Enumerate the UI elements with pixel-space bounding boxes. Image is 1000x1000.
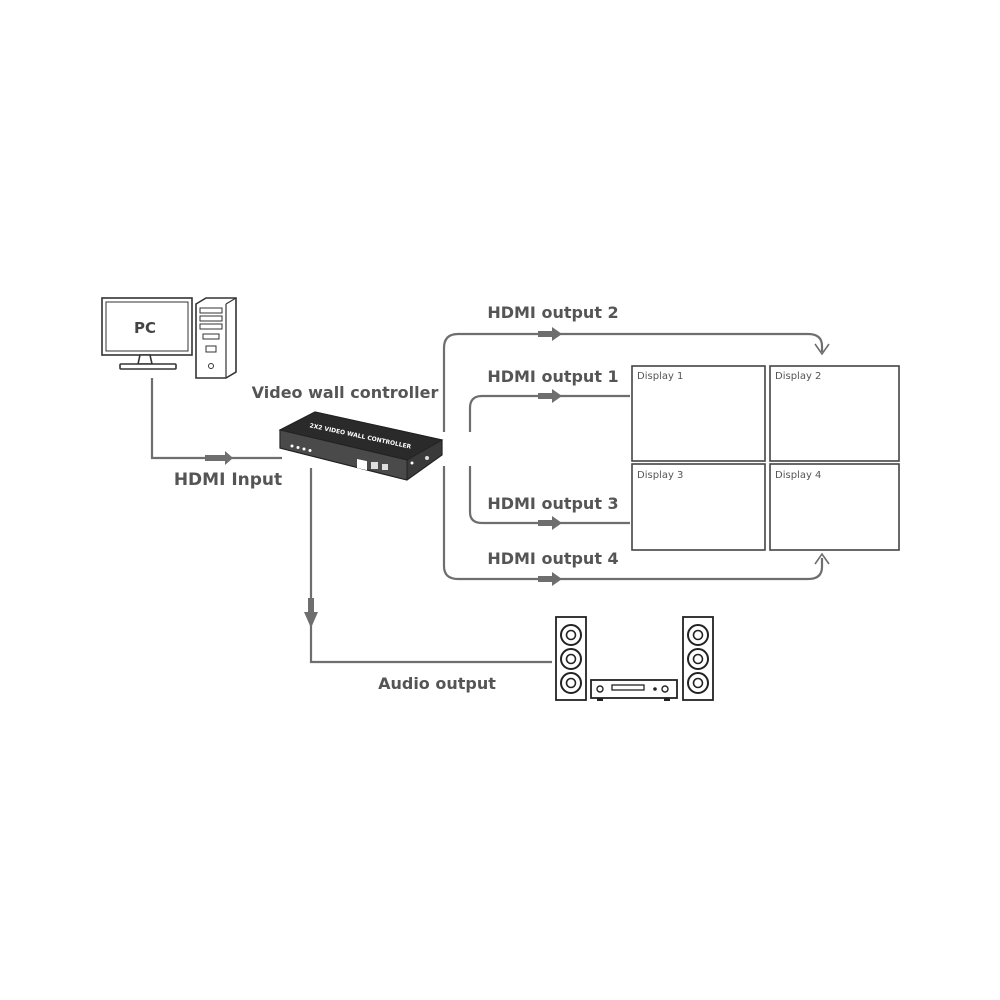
- hdmi-output-3-wire: [468, 466, 630, 530]
- pc-tower: [195, 297, 237, 379]
- display-wall: Display 1 Display 2 Display 3 Display 4: [631, 365, 900, 551]
- display-2: [769, 365, 900, 462]
- hdmi-output-4-label: HDMI output 4: [487, 549, 618, 568]
- hdmi-output-1-wire: [468, 389, 630, 432]
- hdmi-input-label: HDMI Input: [174, 470, 282, 490]
- display-3-label: Display 3: [637, 470, 683, 481]
- hdmi-output-4-wire: [442, 466, 830, 586]
- display-1-label: Display 1: [637, 371, 683, 382]
- audio-output-wire: [304, 468, 552, 664]
- display-2-label: Display 2: [775, 371, 821, 382]
- right-speaker-icon: [682, 616, 714, 701]
- video-wall-controller-device: 2X2 VIDEO WALL CONTROLLER: [278, 411, 444, 481]
- display-3: [631, 463, 766, 551]
- amplifier-icon: [590, 679, 678, 701]
- controller-label: Video wall controller: [252, 383, 439, 402]
- display-4: [769, 463, 900, 551]
- hdmi-output-2-wire: [442, 327, 830, 432]
- hdmi-output-1-label: HDMI output 1: [487, 367, 618, 386]
- pc-label: PC: [134, 319, 156, 337]
- left-speaker-icon: [555, 616, 587, 701]
- hdmi-input-wire: [150, 378, 282, 465]
- display-1: [631, 365, 766, 462]
- hdmi-output-3-label: HDMI output 3: [487, 494, 618, 513]
- audio-output-label: Audio output: [378, 674, 496, 693]
- hdmi-output-2-label: HDMI output 2: [487, 303, 618, 322]
- pc-icon: PC: [101, 297, 237, 379]
- display-4-label: Display 4: [775, 470, 821, 481]
